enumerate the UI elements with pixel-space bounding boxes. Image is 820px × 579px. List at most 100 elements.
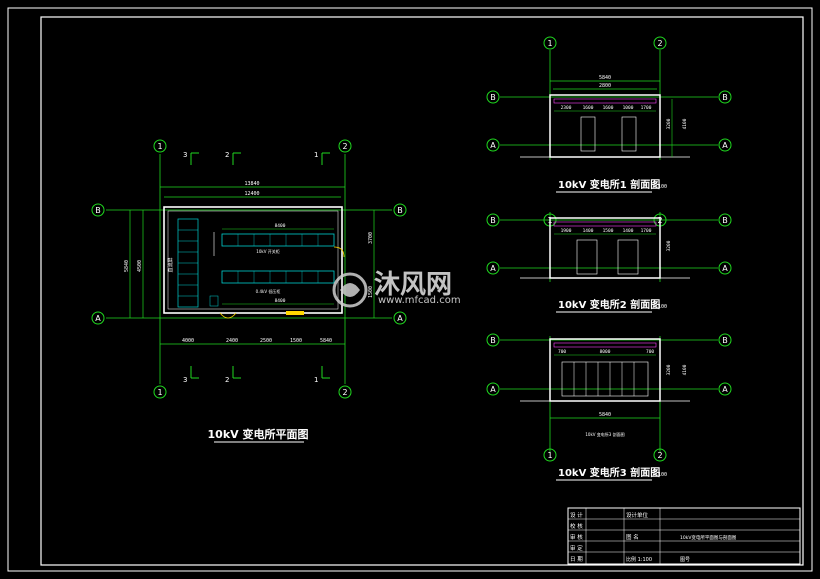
dim-plan-overall: 13840 xyxy=(244,181,259,187)
tb-r4-c3: 图号 xyxy=(680,557,690,563)
tb-r2-c3: 10kV变电所平面图与剖面图 xyxy=(680,534,737,541)
lv-panel-row-2-outline xyxy=(221,270,335,284)
watermark-logo-mark xyxy=(340,283,360,297)
sec1-axis-bubble-1 xyxy=(543,36,557,50)
sec3-bubble-b-right xyxy=(718,333,732,347)
sec1-scale: 1:100 xyxy=(652,184,667,190)
sec1-bubble-b-right xyxy=(718,90,732,104)
axis-label-top-2: 2 xyxy=(342,142,347,151)
dim-plan-bottom-inner: 8400 xyxy=(275,298,286,304)
dim-plan-left-mid: 4500 xyxy=(137,260,143,272)
sec1-label-a-right: A xyxy=(722,141,728,150)
dc-panel-label: 直流屏 xyxy=(167,257,174,272)
cut-mark-3-bottom xyxy=(190,366,199,379)
sec3-label-b-right: B xyxy=(722,336,728,345)
sec2-scale: 1:100 xyxy=(652,304,667,310)
sec1-dim-1: 1600 xyxy=(583,105,594,111)
door-bottom-yellow xyxy=(286,311,304,315)
room-walls xyxy=(163,206,343,314)
dim-plan-right-2: 1500 xyxy=(368,286,374,298)
sec2-dim-3: 1400 xyxy=(623,228,634,234)
section-3: 1 2 B B A A 700 8000 700 3200 4100 xyxy=(486,333,732,481)
sec2-label-a-left: A xyxy=(490,264,496,273)
sec2-label-b-right: B xyxy=(722,216,728,225)
dim-plan-bottom-e: 5840 xyxy=(320,338,332,344)
sec1-dim-inner: 2800 xyxy=(599,83,611,89)
outer-border xyxy=(7,7,813,572)
sec1-label-a-left: A xyxy=(490,141,496,150)
axis-label-bottom-2: 2 xyxy=(342,388,347,397)
cut-label-2-bottom: 2 xyxy=(225,376,229,384)
sec3-bubble-b-left xyxy=(486,333,500,347)
switchgear-row-1-outline xyxy=(221,233,335,247)
sec3-bubble-a-left xyxy=(486,382,500,396)
sec3-axis-bubble-1 xyxy=(543,448,557,462)
axis-label-bottom-1: 1 xyxy=(157,388,162,397)
dim-plan-bottom-d: 1500 xyxy=(290,338,302,344)
sec1-dim-3: 1000 xyxy=(623,105,634,111)
tb-r0-c0: 设 计 xyxy=(570,511,583,519)
axis-bubble-left-a xyxy=(91,311,105,325)
dim-plan-top-inner: 8400 xyxy=(275,223,286,229)
cut-mark-1-bottom xyxy=(321,366,330,379)
dim-plan-bottom-b: 2400 xyxy=(226,338,238,344)
door-swing-right xyxy=(333,246,345,258)
tb-r2-c0: 审 核 xyxy=(570,533,583,541)
dim-plan-right-1: 3700 xyxy=(368,232,374,244)
cut-mark-3-top xyxy=(190,152,199,165)
section-2: 1 2 B B A A 1900 1400 1500 1400 1700 320… xyxy=(486,212,732,313)
sec2-bubble-a-left xyxy=(486,261,500,275)
sec3-inner-label: 10kV 变电所3 剖面图 xyxy=(585,431,624,437)
axis-bubble-top-2 xyxy=(338,139,352,153)
sec1-axis-label-2: 2 xyxy=(657,39,662,48)
tb-r0-c2: 设计单位 xyxy=(626,511,649,519)
sec1-label-b-right: B xyxy=(722,93,728,102)
sec1-dim-height: 3200 xyxy=(666,118,672,129)
sec3-axis-label-2: 2 xyxy=(657,451,662,460)
sec2-dim-1: 1400 xyxy=(583,228,594,234)
sec3-axis-label-1: 1 xyxy=(547,451,552,460)
sec2-dim-0: 1900 xyxy=(561,228,572,234)
sec1-axis-bubble-2 xyxy=(653,36,667,50)
sec2-dim-4: 1700 xyxy=(641,228,652,234)
sec1-cabinet-1 xyxy=(580,116,596,152)
title-block: 设 计 设计单位 校 核 审 核 图 名 10kV变电所平面图与剖面图 审 定 … xyxy=(567,507,801,565)
tb-r1-c0: 校 核 xyxy=(570,522,583,530)
sec1-bubble-a-left xyxy=(486,138,500,152)
axis-label-left-a: A xyxy=(95,314,101,323)
sec2-title: 10kV 变电所2 剖面图 xyxy=(558,298,660,311)
sec3-dim-1: 8000 xyxy=(600,349,611,355)
sec1-slab xyxy=(553,98,657,104)
sec1-dim-2: 1600 xyxy=(603,105,614,111)
sec2-bubble-b-right xyxy=(718,213,732,227)
plan-title: 10kV 变电所平面图 xyxy=(208,427,309,441)
sec3-bubble-a-right xyxy=(718,382,732,396)
cut-label-1-bottom: 1 xyxy=(314,376,318,384)
cut-label-1-top: 1 xyxy=(314,151,318,159)
sec1-dim-height2: 4100 xyxy=(682,118,688,129)
sec3-label-a-left: A xyxy=(490,385,496,394)
sec2-label-a-right: A xyxy=(722,264,728,273)
cut-label-3-bottom: 3 xyxy=(183,376,187,384)
sec2-label-b-left: B xyxy=(490,216,496,225)
axis-bubble-bottom-2 xyxy=(338,385,352,399)
axis-bubble-top-1 xyxy=(153,139,167,153)
sec1-title: 10kV 变电所1 剖面图 xyxy=(558,178,660,191)
axis-label-right-b: B xyxy=(397,206,403,215)
sec3-dim-height: 3200 xyxy=(666,364,672,375)
room-inner-wall xyxy=(167,210,339,310)
axis-bubble-left-b xyxy=(91,203,105,217)
cut-mark-2-top xyxy=(232,152,241,165)
sec3-dim-0: 700 xyxy=(558,349,566,355)
sec2-bubble-b-left xyxy=(486,213,500,227)
sec1-axis-label-1: 1 xyxy=(547,39,552,48)
plan-view: 1 2 1 2 B A B A 3 2 1 3 2 1 13840 12400 xyxy=(91,139,407,443)
lv-panel-row-2-label: 0.4kV 低压柜 xyxy=(256,288,281,294)
sec3-label-a-right: A xyxy=(722,385,728,394)
switchgear-row-1: 8400 10kV 开关柜 xyxy=(213,223,335,256)
sec2-slab xyxy=(553,221,657,227)
watermark-logo-icon xyxy=(332,272,368,308)
sec1-label-b-left: B xyxy=(490,93,496,102)
